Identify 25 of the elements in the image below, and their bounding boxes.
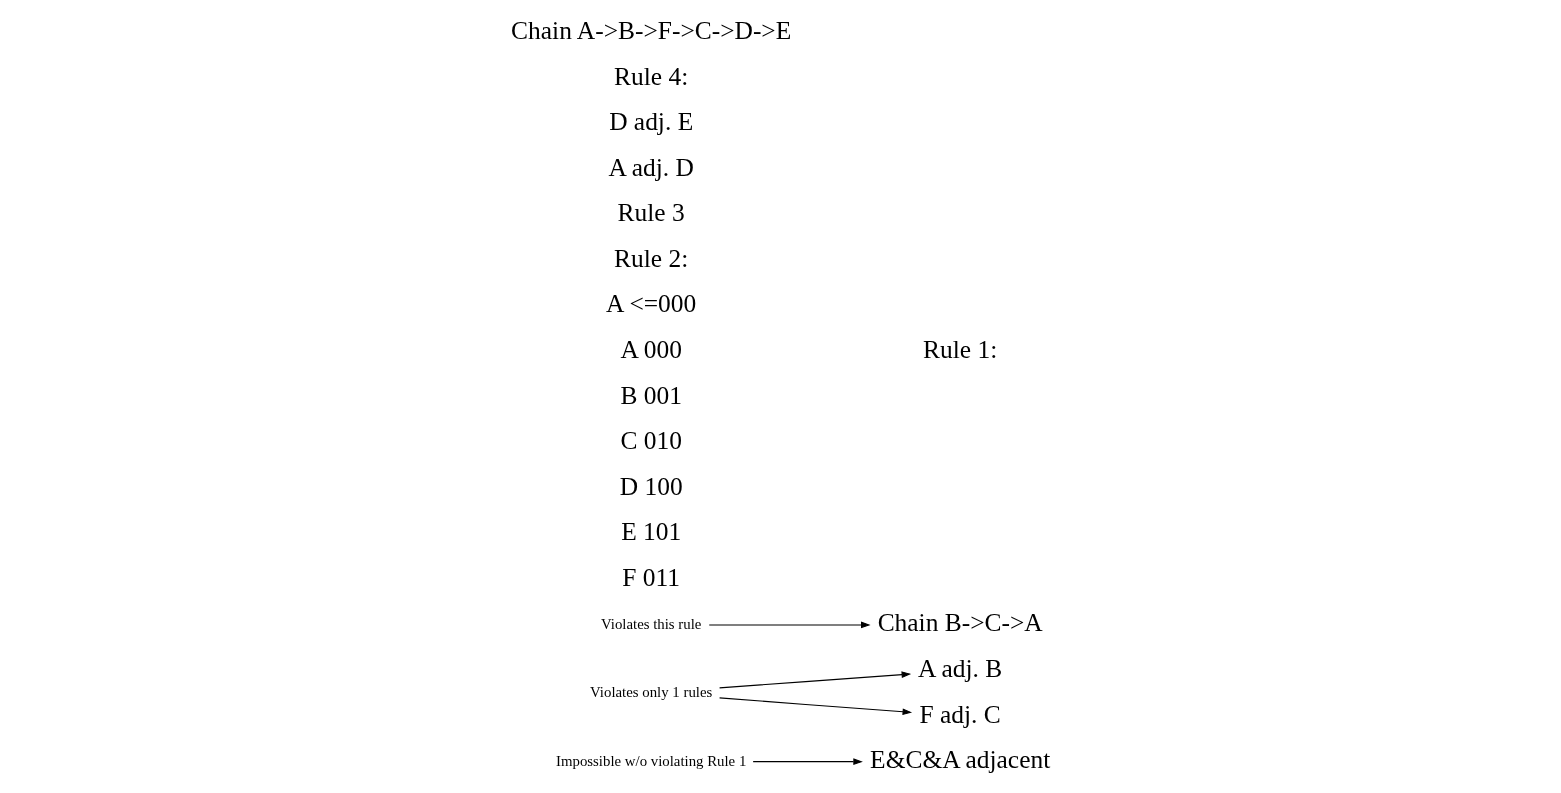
label: C 010 (620, 425, 682, 455)
label: Rule 2: (614, 243, 689, 273)
label: D adj. E (609, 106, 694, 136)
arrow (719, 696, 913, 715)
label: B 001 (620, 380, 682, 410)
arrow (752, 757, 863, 765)
label: Rule 1: (923, 334, 998, 364)
node-text: E&C&A adjacent (870, 744, 1051, 774)
node-text: A adj. B (918, 653, 1003, 683)
label: Rule 4: (614, 61, 689, 90)
node-text: Chain B->C->A (877, 607, 1043, 637)
label: Chain A->B->F->C->D->E (511, 15, 792, 45)
label: D 100 (619, 471, 683, 501)
label: Rule 3 (617, 197, 685, 227)
node-text: Violates this rule (600, 615, 702, 632)
arrow (708, 621, 871, 628)
node-text: Impossible w/o violating Rule 1 (556, 752, 747, 769)
label: A 000 (620, 334, 682, 364)
node-text: Violates only 1 rules (590, 683, 713, 700)
label: A adj. D (608, 152, 694, 182)
label: E 101 (621, 516, 682, 546)
node-text: F adj. C (919, 699, 1001, 729)
label: A <=000 (606, 288, 697, 318)
label: F 011 (622, 562, 681, 592)
arrow (719, 670, 912, 688)
